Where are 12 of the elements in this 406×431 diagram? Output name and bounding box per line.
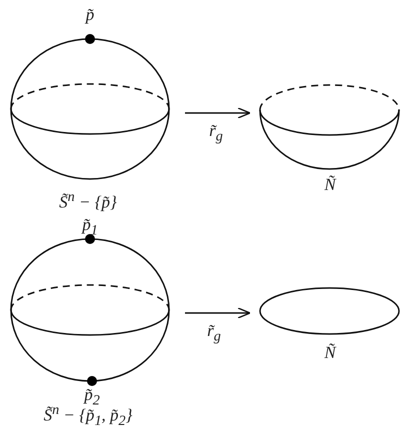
arrow <box>185 107 251 119</box>
hemisphere-drawing <box>259 84 400 170</box>
point-label: p̃ <box>86 6 94 23</box>
arrow <box>185 307 251 319</box>
point-label: p̃$_{1}$ <box>82 216 98 238</box>
edge-label: r̃$_{g}$ <box>207 322 221 344</box>
space-label: Ñ <box>324 176 336 193</box>
ellipse-drawing <box>259 287 400 335</box>
edge-label: r̃$_{g}$ <box>209 122 223 144</box>
set-caption: S̃$^{n}$ − {p̃} <box>59 190 117 211</box>
space-label: Ñ <box>324 344 336 361</box>
sphere-drawing <box>10 234 170 386</box>
